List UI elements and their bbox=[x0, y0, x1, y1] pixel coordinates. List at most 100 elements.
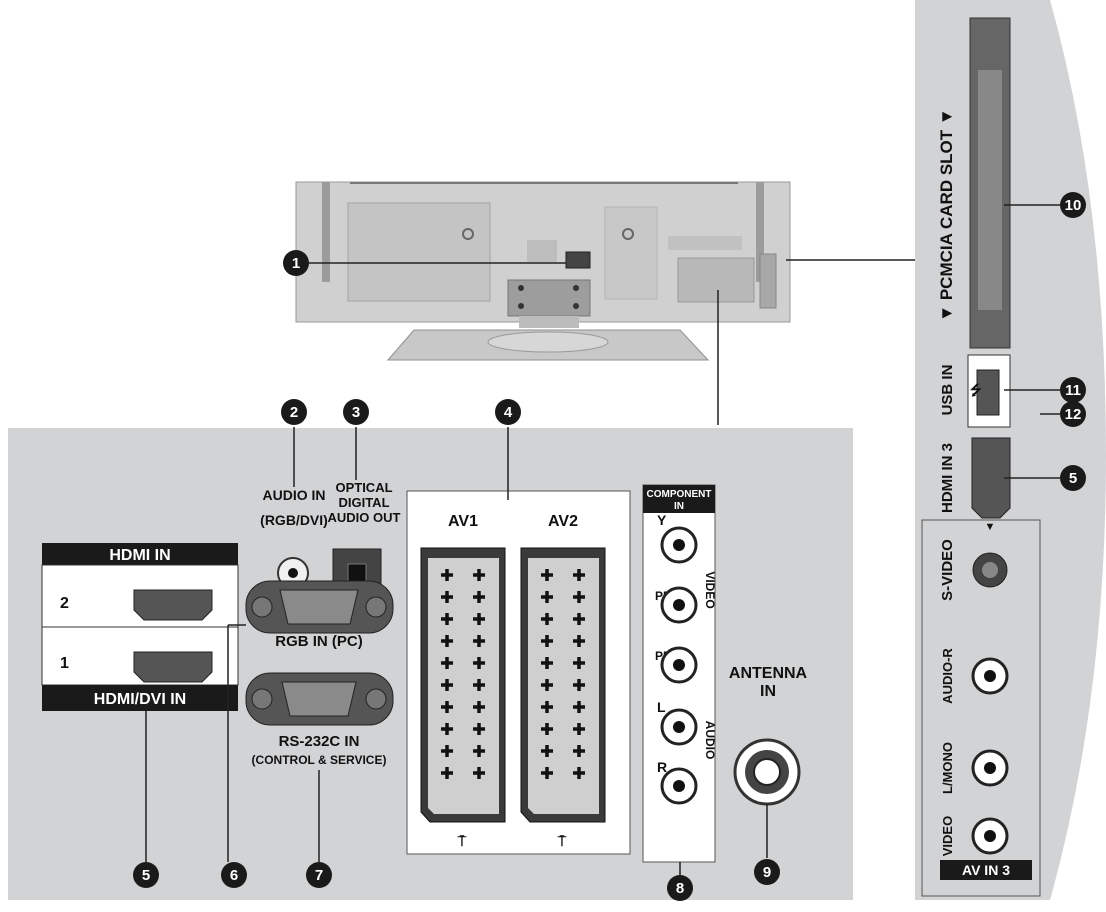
scart-pin bbox=[441, 657, 453, 669]
scart-pin bbox=[473, 745, 485, 757]
hdmi-port-2-label: 2 bbox=[60, 595, 69, 612]
scart-pin bbox=[541, 745, 553, 757]
pcmcia-label: ▼ PCMCIA CARD SLOT ▼ bbox=[937, 108, 956, 321]
usb-in-label: USB IN bbox=[939, 365, 956, 416]
av1-scart-symbol: ⍑ bbox=[457, 833, 467, 849]
scart-pin bbox=[573, 657, 585, 669]
callout-marker bbox=[306, 862, 332, 888]
callout-marker bbox=[495, 399, 521, 425]
callout-marker bbox=[281, 399, 307, 425]
scart-pin-grid bbox=[441, 569, 585, 779]
leader-lines bbox=[145, 204, 1060, 876]
scart-pin bbox=[473, 701, 485, 713]
scart-pin bbox=[541, 701, 553, 713]
hdmi-1-port[interactable] bbox=[133, 651, 213, 683]
av1-label: AV1 bbox=[448, 513, 478, 530]
hdmi-in-header: HDMI IN bbox=[109, 547, 170, 564]
scart-pin bbox=[441, 679, 453, 691]
callout-marker bbox=[221, 862, 247, 888]
hdmi-port-1-label: 1 bbox=[60, 655, 69, 672]
scart-pin bbox=[573, 767, 585, 779]
scart-pin bbox=[441, 635, 453, 647]
callout-number: 3 bbox=[352, 404, 360, 421]
rgb-in-connector[interactable] bbox=[245, 580, 394, 634]
component-label-1: COMPONENT bbox=[647, 489, 712, 500]
comp-l-label: L bbox=[657, 699, 666, 715]
component-label-2: IN bbox=[674, 501, 684, 512]
comp-r-label: R bbox=[657, 759, 667, 775]
usb-icon: ⭍ bbox=[970, 382, 982, 398]
callout-number: 7 bbox=[315, 867, 323, 884]
side-connection-panel: ▼ PCMCIA CARD SLOT ▼ USB IN ⭍ HDMI IN 3 … bbox=[915, 0, 1106, 900]
scart-pin bbox=[441, 723, 453, 735]
callout-number: 10 bbox=[1065, 197, 1082, 214]
comp-y-label: Y bbox=[657, 512, 667, 528]
callout-marker bbox=[1060, 401, 1086, 427]
svg-text:▼: ▼ bbox=[985, 521, 996, 533]
scart-pin bbox=[441, 591, 453, 603]
callout-number: 5 bbox=[142, 867, 150, 884]
av2-scart-symbol: ⍑ bbox=[557, 833, 567, 849]
hdmi-2-port[interactable] bbox=[133, 589, 213, 621]
scart-pin bbox=[473, 679, 485, 691]
callout-marker bbox=[1060, 192, 1086, 218]
callout-marker bbox=[1060, 377, 1086, 403]
optical-label-2: DIGITAL bbox=[338, 495, 389, 510]
hdmi-in-3-port[interactable] bbox=[971, 437, 1011, 519]
scart-pin bbox=[541, 657, 553, 669]
tv-rear-illustration bbox=[295, 181, 791, 361]
video-label: VIDEO bbox=[940, 816, 955, 856]
side-rca-jack-center bbox=[984, 830, 996, 842]
callout-marker bbox=[343, 399, 369, 425]
component-audio-bracket-label: AUDIO bbox=[703, 721, 717, 760]
usb-in-port[interactable] bbox=[976, 369, 1000, 416]
scart-pin bbox=[473, 767, 485, 779]
callout-number: 11 bbox=[1065, 382, 1081, 399]
callout-number: 12 bbox=[1065, 406, 1082, 423]
scart-pin bbox=[473, 723, 485, 735]
callout-number: 1 bbox=[292, 255, 300, 272]
component-video-bracket-label: VIDEO bbox=[703, 571, 717, 608]
scart-pin bbox=[473, 657, 485, 669]
side-rca-jack-center bbox=[984, 762, 996, 774]
audio-in-label-1: AUDIO IN bbox=[263, 487, 326, 503]
optical-label-3: AUDIO OUT bbox=[328, 510, 401, 525]
scart-pin bbox=[541, 591, 553, 603]
av-in-3-jacks bbox=[971, 657, 1009, 855]
scart-pin bbox=[473, 591, 485, 603]
callout-marker bbox=[283, 250, 309, 276]
scart-pin bbox=[541, 569, 553, 581]
scart-pin bbox=[573, 701, 585, 713]
av2-label: AV2 bbox=[548, 513, 578, 530]
scart-pin bbox=[573, 635, 585, 647]
side-rca-jack-center bbox=[984, 670, 996, 682]
scart-pin bbox=[573, 569, 585, 581]
audio-in-label-2: (RGB/DVI) bbox=[260, 512, 328, 528]
rear-connection-panel: HDMI IN 2 1 HDMI/DVI IN AUDIO IN (RGB/DV… bbox=[8, 428, 853, 900]
callout-marker bbox=[667, 875, 693, 901]
rca-jack-center bbox=[673, 780, 685, 792]
antenna-label-1: ANTENNA bbox=[729, 665, 808, 682]
rgb-in-label: RGB IN (PC) bbox=[275, 633, 363, 650]
callout-number: 6 bbox=[230, 867, 238, 884]
s-video-label: S-VIDEO bbox=[939, 539, 956, 601]
audio-r-label: AUDIO-R bbox=[940, 648, 955, 704]
antenna-in-port[interactable] bbox=[733, 738, 801, 806]
callout-number: 4 bbox=[504, 404, 513, 421]
rs232c-label-1: RS-232C IN bbox=[279, 733, 360, 750]
rca-jack-center bbox=[673, 659, 685, 671]
scart-pin bbox=[473, 569, 485, 581]
hdmi-dvi-footer: HDMI/DVI IN bbox=[94, 691, 186, 708]
rs232c-connector[interactable] bbox=[245, 672, 394, 726]
l-mono-label: L/MONO bbox=[940, 742, 955, 794]
scart-pin bbox=[541, 767, 553, 779]
callout-number: 9 bbox=[763, 864, 771, 881]
hdmi-in-3-label: HDMI IN 3 bbox=[939, 443, 956, 513]
optical-label-1: OPTICAL bbox=[335, 480, 392, 495]
callout-number: 5 bbox=[1069, 470, 1077, 487]
scart-pin bbox=[473, 635, 485, 647]
callout-number: 8 bbox=[676, 880, 684, 897]
callout-marker bbox=[754, 859, 780, 885]
av-in-3-label: AV IN 3 bbox=[962, 862, 1010, 878]
